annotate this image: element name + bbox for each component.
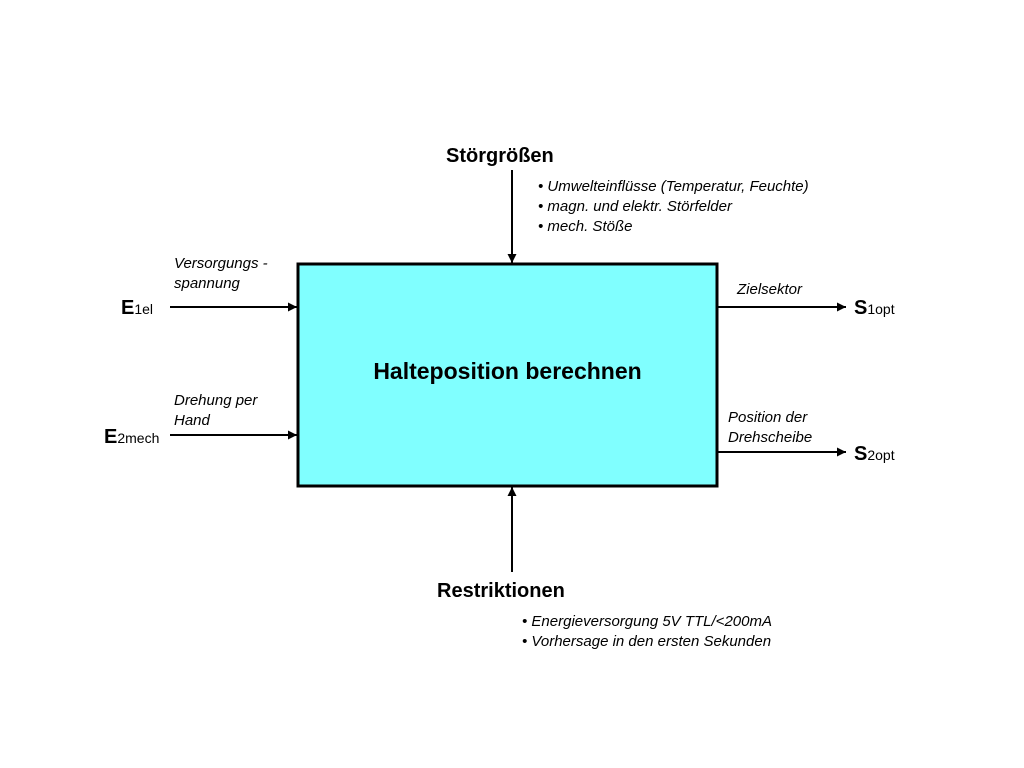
input-label-line: Hand (174, 412, 210, 429)
input-label-line: Drehung per (174, 392, 258, 409)
output-symbol-subscript: 2opt (867, 447, 895, 463)
output-symbol-s1: S1opt (854, 297, 895, 320)
output-symbol-letter: S (854, 297, 868, 319)
restriction-item: • Vorhersage in den ersten Sekunden (522, 633, 772, 650)
output-symbol-subscript: 1opt (867, 301, 895, 317)
output-symbol-letter: S (854, 443, 868, 465)
restriction-item: • Energieversorgung 5V TTL/<200mA (522, 613, 772, 630)
output-label-s2: Position der Drehscheibe (728, 408, 812, 448)
disturbance-item: • magn. und elektr. Störfelder (538, 198, 732, 215)
input-symbol-e2: E2mech (104, 426, 159, 449)
process-title: Halteposition berechnen (373, 358, 642, 384)
output-symbol-s2: S2opt (854, 443, 895, 466)
process-box (296, 262, 719, 488)
disturbances-list: • Umwelteinflüsse (Temperatur, Feuchte) … (538, 177, 809, 237)
output-label-line: Drehscheibe (728, 429, 813, 446)
output-label-s1: Zielsektor (737, 280, 802, 300)
input-label-e2: Drehung per Hand (174, 391, 257, 431)
input-symbol-letter: E (121, 297, 135, 319)
input-symbol-subscript: 1el (134, 301, 154, 317)
disturbance-item: • Umwelteinflüsse (Temperatur, Feuchte) (538, 178, 809, 195)
input-symbol-e1: E1el (121, 297, 153, 320)
input-label-e1: Versorgungs - spannung (174, 254, 268, 294)
restrictions-list: • Energieversorgung 5V TTL/<200mA • Vorh… (522, 612, 772, 652)
restrictions-heading: Restriktionen (437, 580, 565, 602)
input-label-line: Versorgungs - (174, 255, 268, 272)
disturbance-item: • mech. Stöße (538, 218, 633, 235)
input-symbol-subscript: 2mech (117, 430, 160, 446)
output-label-line: Position der (728, 409, 808, 426)
disturbances-heading: Störgrößen (446, 145, 554, 167)
input-label-line: spannung (174, 275, 240, 292)
input-symbol-letter: E (104, 426, 118, 448)
output-label-line: Zielsektor (737, 281, 803, 298)
